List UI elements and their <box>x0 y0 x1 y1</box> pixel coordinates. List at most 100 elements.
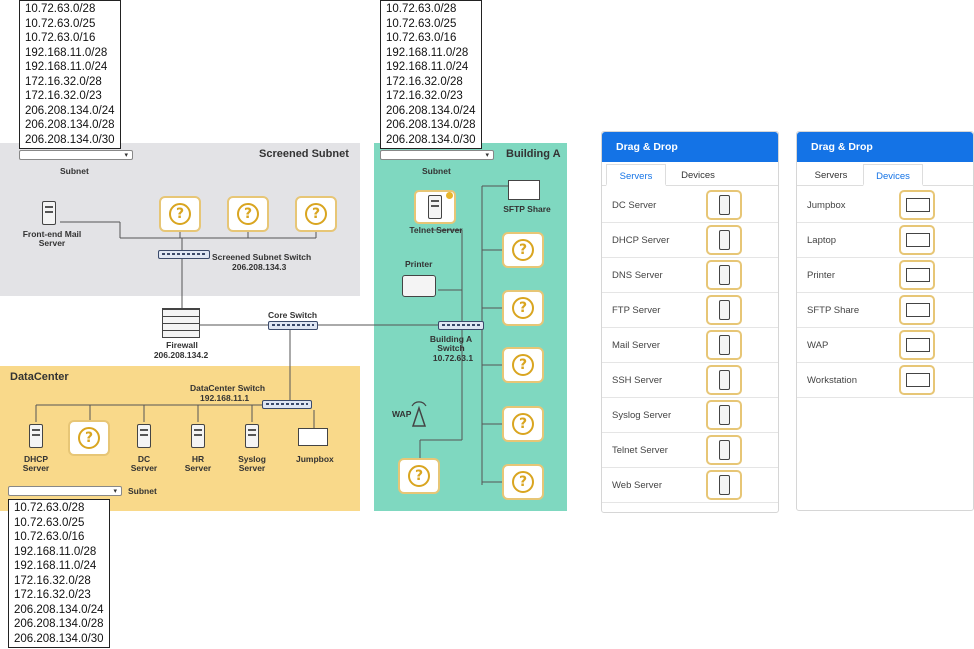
server-icon[interactable] <box>706 365 742 395</box>
server-icon[interactable] <box>706 190 742 220</box>
drag-item[interactable]: Jumpbox <box>797 188 973 223</box>
sftp-share-icon <box>508 180 540 200</box>
drag-item[interactable]: DNS Server <box>602 258 778 293</box>
server-icon[interactable] <box>706 435 742 465</box>
jumpbox-label: Jumpbox <box>296 454 334 464</box>
building-placeholder-3[interactable]: ? <box>502 347 544 383</box>
building-placeholder-wap[interactable]: ? <box>398 458 440 494</box>
subnet-option[interactable]: 206.208.134.0/28 <box>25 119 115 131</box>
subnet-option[interactable]: 206.208.134.0/28 <box>386 119 476 131</box>
printer-label: Printer <box>405 259 433 269</box>
firewall-ip: 206.208.134.2 <box>153 350 209 360</box>
server-glyph-icon <box>719 195 730 215</box>
device-icon[interactable] <box>899 225 935 255</box>
subnet-option[interactable]: 172.16.32.0/23 <box>25 90 102 102</box>
subnet-option[interactable]: 206.208.134.0/30 <box>14 632 104 645</box>
building-a-switch-ip: 10.72.63.1 <box>432 353 474 363</box>
drag-item[interactable]: WAP <box>797 328 973 363</box>
drag-item[interactable]: SFTP Share <box>797 293 973 328</box>
device-icon[interactable] <box>899 260 935 290</box>
screened-placeholder-3[interactable]: ? <box>295 196 337 232</box>
datacenter-placeholder[interactable]: ? <box>68 420 110 456</box>
datacenter-switch-label: DataCenter Switch <box>190 383 266 393</box>
tab-servers[interactable]: Servers <box>606 164 666 186</box>
device-icon[interactable] <box>899 330 935 360</box>
server-icon[interactable] <box>706 470 742 500</box>
drag-item[interactable]: Telnet Server <box>602 433 778 468</box>
subnet-option[interactable]: 10.72.63.0/16 <box>25 32 96 44</box>
server-glyph-icon <box>719 265 730 285</box>
subnet-option[interactable]: 10.72.63.0/16 <box>14 531 85 543</box>
subnet-option[interactable]: 206.208.134.0/24 <box>14 603 104 616</box>
telnet-server-label: Telnet Server <box>409 225 463 235</box>
screened-switch-ip: 206.208.134.3 <box>232 262 287 272</box>
syslog-server-label: Syslog Server <box>238 454 266 473</box>
subnet-option[interactable]: 10.72.63.0/25 <box>14 516 85 529</box>
server-icon[interactable] <box>706 260 742 290</box>
subnet-option[interactable]: 10.72.63.0/28 <box>386 3 457 15</box>
question-icon: ? <box>512 239 534 261</box>
server-icon[interactable] <box>706 400 742 430</box>
drag-item[interactable]: FTP Server <box>602 293 778 328</box>
drag-item[interactable]: Syslog Server <box>602 398 778 433</box>
subnet-option[interactable]: 172.16.32.0/28 <box>14 574 91 587</box>
subnet-option[interactable]: 10.72.63.0/28 <box>25 3 96 15</box>
tab-servers[interactable]: Servers <box>814 170 848 181</box>
core-switch-icon <box>268 321 318 330</box>
subnet-option[interactable]: 206.208.134.0/24 <box>386 104 476 117</box>
subnet-option[interactable]: 206.208.134.0/24 <box>25 104 115 117</box>
drag-item[interactable]: Laptop <box>797 223 973 258</box>
chevron-down-icon: ▾ <box>124 152 128 159</box>
drag-item-label: Mail Server <box>612 340 661 351</box>
subnet-option[interactable]: 206.208.134.0/30 <box>386 133 476 146</box>
subnet-option[interactable]: 10.72.63.0/16 <box>386 32 457 44</box>
subnet-option[interactable]: 192.168.11.0/28 <box>14 545 97 558</box>
device-icon[interactable] <box>899 190 935 220</box>
screened-placeholder-2[interactable]: ? <box>227 196 269 232</box>
screened-subnet-dropdown[interactable]: ▾ <box>19 150 133 160</box>
subnet-option[interactable]: 206.208.134.0/30 <box>25 133 115 146</box>
building-a-dropdown[interactable]: ▾ <box>380 150 494 160</box>
subnet-option[interactable]: 10.72.63.0/28 <box>14 502 85 514</box>
device-glyph-icon <box>906 268 930 282</box>
device-glyph-icon <box>906 233 930 247</box>
subnet-option[interactable]: 192.168.11.0/24 <box>25 61 108 73</box>
tab-devices[interactable]: Devices <box>863 164 923 186</box>
server-icon[interactable] <box>706 295 742 325</box>
building-placeholder-4[interactable]: ? <box>502 406 544 442</box>
subnet-option[interactable]: 172.16.32.0/28 <box>386 75 463 88</box>
subnet-option[interactable]: 206.208.134.0/28 <box>14 618 104 630</box>
subnet-option[interactable]: 172.16.32.0/28 <box>25 75 102 88</box>
server-icon[interactable] <box>706 330 742 360</box>
jumpbox-icon <box>298 428 328 446</box>
drag-item[interactable]: DC Server <box>602 188 778 223</box>
drag-item[interactable]: Mail Server <box>602 328 778 363</box>
subnet-option[interactable]: 192.168.11.0/28 <box>25 46 108 59</box>
question-icon: ? <box>408 465 430 487</box>
tab-devices[interactable]: Devices <box>681 170 715 181</box>
drag-item[interactable]: Printer <box>797 258 973 293</box>
subnet-option[interactable]: 192.168.11.0/28 <box>386 46 469 59</box>
device-icon[interactable] <box>899 295 935 325</box>
datacenter-dropdown[interactable]: ▾ <box>8 486 122 496</box>
printer-icon <box>402 275 436 297</box>
firewall-icon <box>162 308 200 338</box>
subnet-option[interactable]: 172.16.32.0/23 <box>14 589 91 601</box>
device-icon[interactable] <box>899 365 935 395</box>
building-placeholder-2[interactable]: ? <box>502 290 544 326</box>
building-placeholder-1[interactable]: ? <box>502 232 544 268</box>
drag-item[interactable]: SSH Server <box>602 363 778 398</box>
drag-item[interactable]: Workstation <box>797 363 973 398</box>
subnet-option[interactable]: 192.168.11.0/24 <box>386 61 469 73</box>
screened-placeholder-1[interactable]: ? <box>159 196 201 232</box>
drag-item[interactable]: DHCP Server <box>602 223 778 258</box>
subnet-options-list: 10.72.63.0/28 10.72.63.0/25 10.72.63.0/16 1… <box>380 0 482 149</box>
subnet-option[interactable]: 10.72.63.0/25 <box>25 17 96 30</box>
subnet-option[interactable]: 172.16.32.0/23 <box>386 90 463 102</box>
building-placeholder-5[interactable]: ? <box>502 464 544 500</box>
server-icon[interactable] <box>706 225 742 255</box>
subnet-option[interactable]: 192.168.11.0/24 <box>14 560 97 572</box>
subnet-option[interactable]: 10.72.63.0/25 <box>386 17 457 30</box>
drag-item[interactable]: Web Server <box>602 468 778 503</box>
